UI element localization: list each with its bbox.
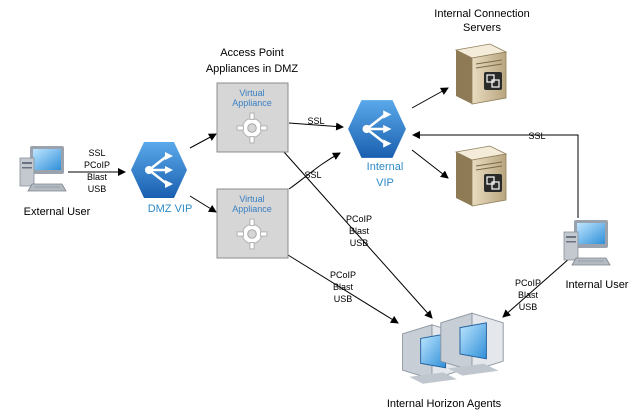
virtual-appliance-top-label-1: Virtual [239,88,264,98]
ssl-label-bottom: SSL [304,170,321,180]
protocol-pcoip: PCoIP [330,270,356,280]
virtual-appliance-bottom-label-1: Virtual [239,194,264,204]
protocol-usb: USB [350,238,369,248]
protocol-blast: Blast [518,290,539,300]
access-point-title-1: Access Point [220,47,284,59]
virtual-appliance-top: Virtual Appliance [216,82,289,153]
internal-connection-servers-label-1: Internal Connection [434,8,529,20]
internal-user-to-internal-vip [412,131,579,218]
protocol-usb: USB [334,294,353,304]
connectors [68,87,579,324]
internal-vip-label-2: VIP [376,177,394,189]
top-appliance-to-internal-vip [288,122,344,131]
connection-server-bottom-icon [455,145,507,207]
ssl-label-top: SSL [307,116,324,126]
protocol-usb: USB [88,184,107,194]
internal-vip-label-1: Internal [367,161,404,173]
protocol-ssl: SSL [88,148,105,158]
bottom-appliance-to-agents [287,254,399,324]
ssl-label-internal-user: SSL [528,131,545,141]
protocol-pcoip: PCoIP [515,278,541,288]
bottom-appliance-agent-protocols: PCoIP Blast USB [330,270,356,304]
protocol-blast: Blast [349,226,370,236]
protocol-pcoip: PCoIP [84,160,110,170]
internal-user-label: Internal User [566,279,629,291]
external-user-computer-icon [19,145,67,192]
virtual-appliance-top-label-2: Appliance [232,98,272,108]
internal-vip-to-server-top [411,87,449,109]
external-user-label: External User [24,206,91,218]
top-appliance-to-agents [283,151,433,319]
dmz-vip-label: DMZ VIP [148,203,193,215]
internal-user-to-agents [502,257,571,318]
internal-vip-icon [346,98,408,160]
internal-horizon-agents-label: Internal Horizon Agents [387,398,502,410]
protocol-blast: Blast [87,172,108,182]
internal-user-agent-protocols: PCoIP Blast USB [515,278,541,312]
access-point-title-2: Appliances in DMZ [206,63,299,75]
internal-connection-servers-label-2: Servers [463,22,501,34]
internal-user-computer-icon [563,219,611,266]
protocol-usb: USB [519,302,538,312]
protocol-pcoip: PCoIP [346,214,372,224]
protocol-blast: Blast [333,282,354,292]
dmz-vip-to-bottom-appliance [189,195,217,213]
virtual-appliance-bottom: Virtual Appliance [216,188,289,259]
dmz-vip-icon [129,140,189,200]
connection-server-top-icon [455,43,507,105]
internal-vip-to-server-bottom [411,149,449,179]
external-user-protocols: SSL PCoIP Blast USB [84,148,110,194]
dmz-vip-to-top-appliance [189,133,217,149]
virtual-appliance-bottom-label-2: Appliance [232,204,272,214]
bottom-appliance-to-internal-vip [288,152,341,190]
top-appliance-agent-protocols: PCoIP Blast USB [346,214,372,248]
